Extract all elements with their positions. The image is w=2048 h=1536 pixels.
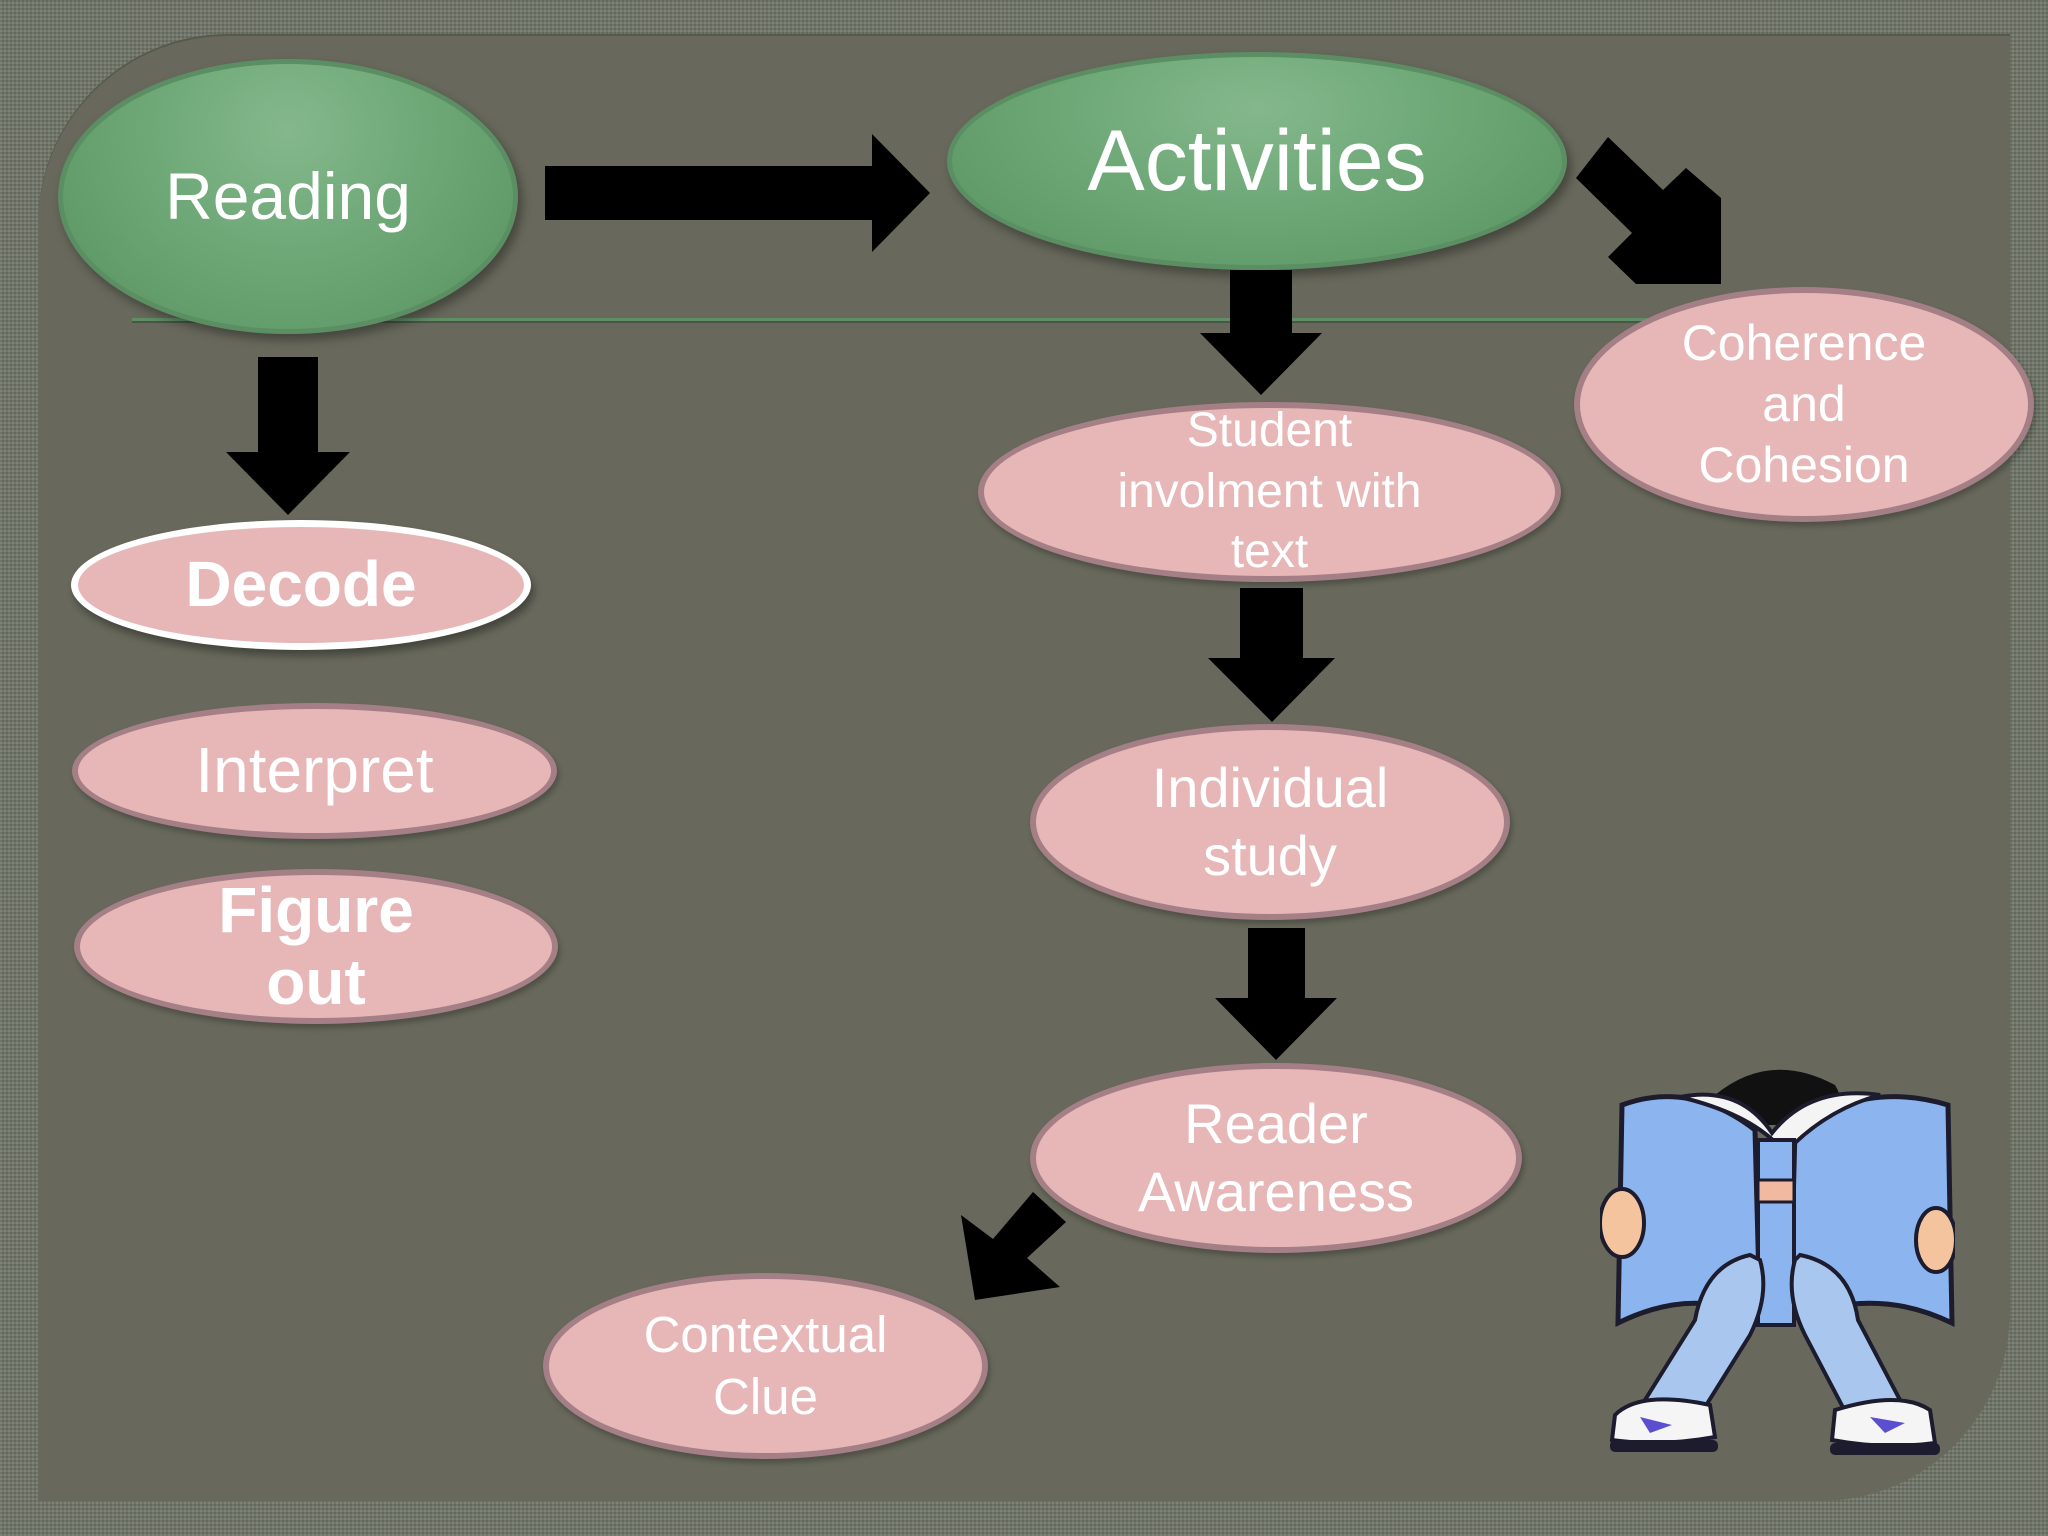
arrow-reading-to-decode xyxy=(226,357,350,515)
node-contextual-clue: Contextual Clue xyxy=(543,1273,988,1459)
arrow-reading-to-activities xyxy=(545,134,930,252)
node-student-line1: Student xyxy=(1186,404,1353,458)
child-reading-clipart xyxy=(1600,1069,1955,1455)
node-student-line3: text xyxy=(1230,525,1309,579)
node-activities: Activities xyxy=(947,52,1567,270)
node-student-line2: involment with xyxy=(1117,464,1422,518)
node-student-involvement: Student involment with text xyxy=(978,402,1561,582)
node-interpret: Interpret xyxy=(72,703,557,839)
node-decode: Decode xyxy=(71,520,531,650)
node-coherence-line3: Cohesion xyxy=(1698,437,1910,493)
arrow-reader-to-contextual xyxy=(961,1192,1066,1300)
node-reader-awareness: Reader Awareness xyxy=(1030,1063,1522,1253)
node-coherence-line1: Coherence xyxy=(1681,315,1927,371)
node-interpret-label: Interpret xyxy=(195,734,434,807)
node-figure-out: Figure out xyxy=(74,869,558,1024)
node-reader-line1: Reader xyxy=(1184,1091,1368,1155)
arrow-student-to-individual xyxy=(1208,588,1335,722)
node-individual-line2: study xyxy=(1203,824,1337,887)
arrow-individual-to-reader xyxy=(1215,928,1337,1060)
node-decode-label: Decode xyxy=(185,548,417,621)
arrow-activities-to-coherence xyxy=(1576,137,1721,284)
node-reading-label: Reading xyxy=(165,158,411,233)
node-figure-out-line1: Figure xyxy=(218,873,414,946)
node-coherence-cohesion: Coherence and Cohesion xyxy=(1574,287,2034,522)
node-contextual-line1: Contextual xyxy=(643,1305,888,1363)
title-divider-line xyxy=(132,318,1672,323)
node-coherence-line2: and xyxy=(1762,376,1846,432)
arrow-activities-to-student xyxy=(1200,270,1322,395)
node-reader-line2: Awareness xyxy=(1137,1160,1414,1223)
node-contextual-line2: Clue xyxy=(713,1368,818,1425)
node-figure-out-line2: out xyxy=(266,945,366,1018)
node-reading: Reading xyxy=(58,59,518,334)
node-individual-line1: Individual xyxy=(1151,755,1389,819)
node-individual-study: Individual study xyxy=(1030,724,1510,920)
node-activities-label: Activities xyxy=(1087,112,1427,209)
